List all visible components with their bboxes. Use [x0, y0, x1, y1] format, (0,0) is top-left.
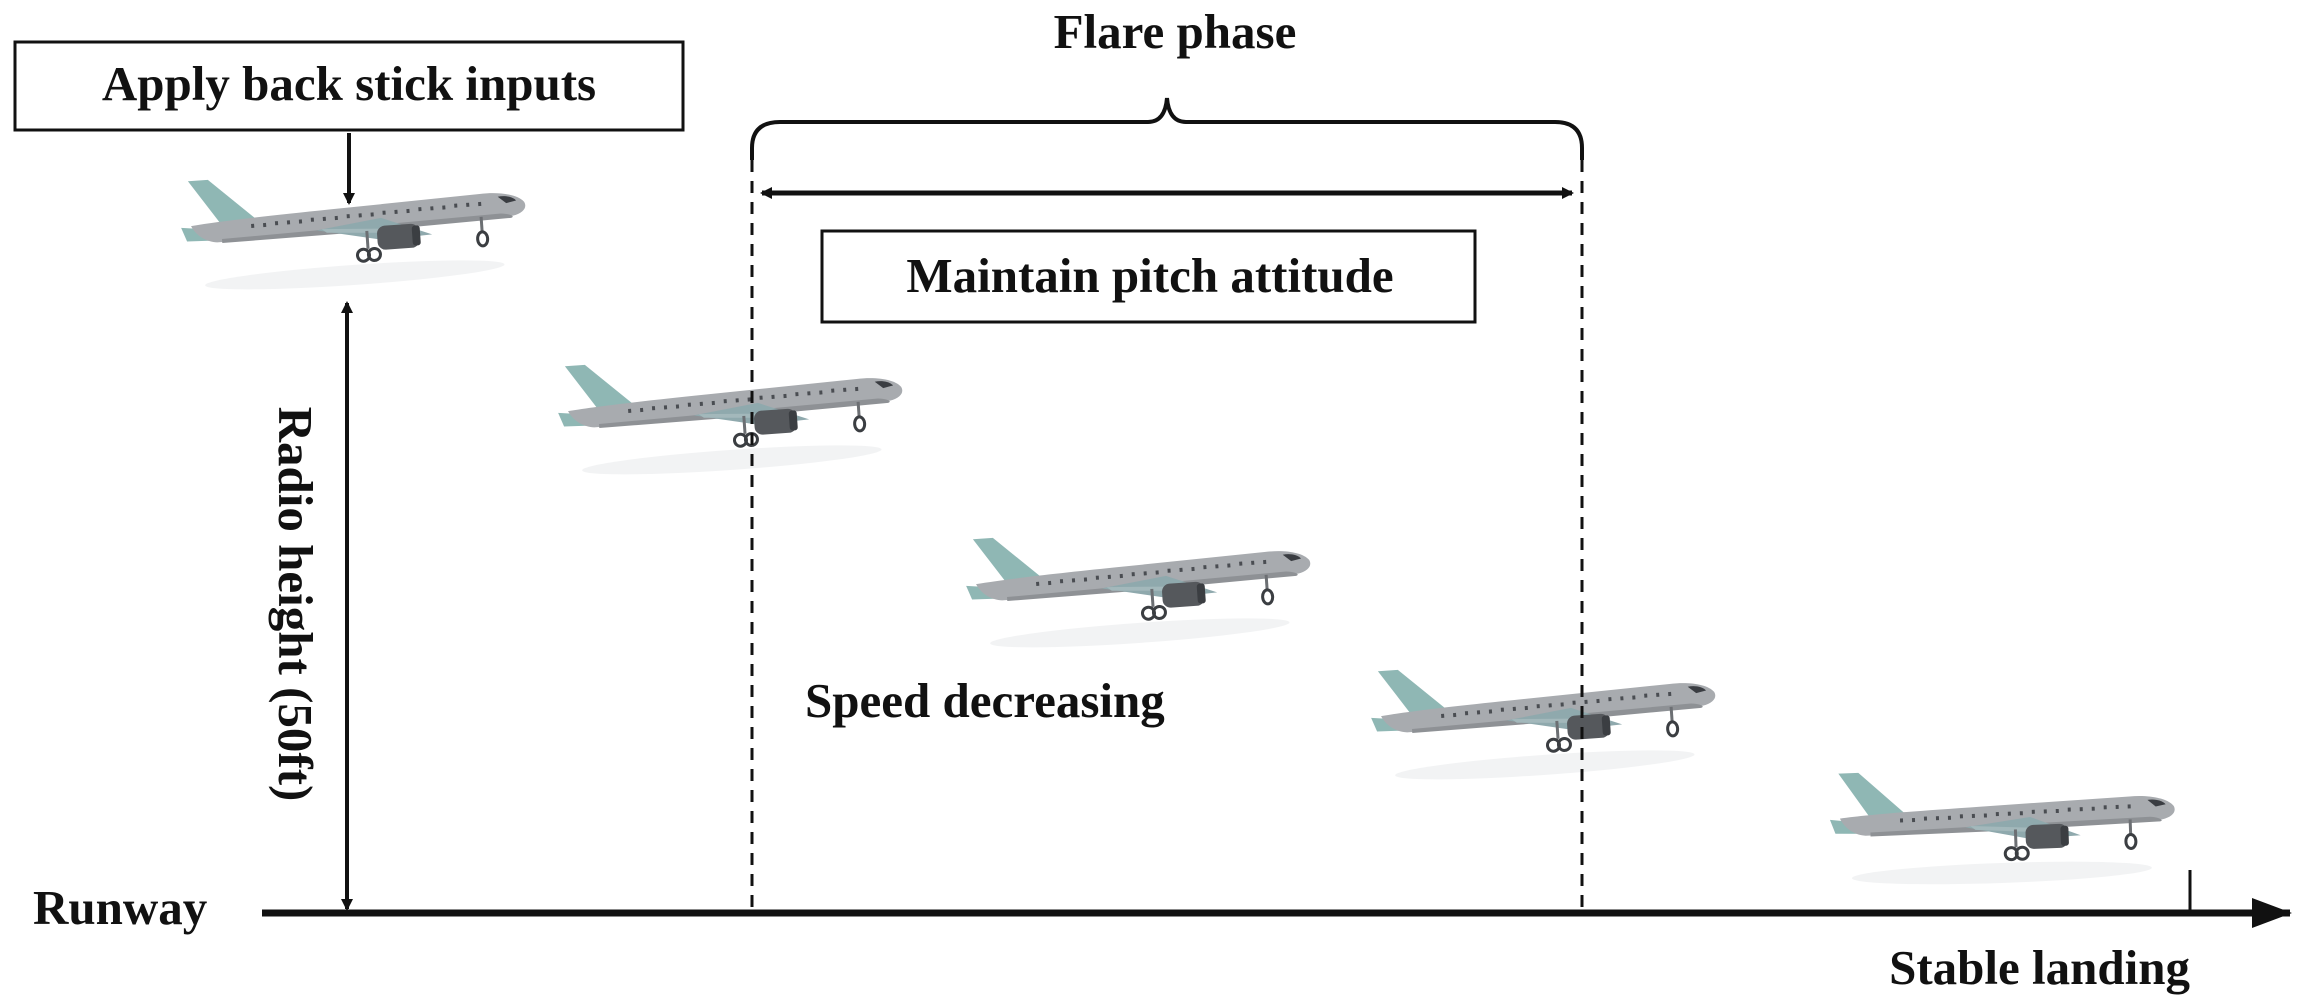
apply-back-stick-box [13, 40, 685, 132]
apply-back-stick-label: Apply back stick inputs [102, 56, 596, 111]
airplane-icon [961, 514, 1317, 657]
airplane-icon [1826, 760, 2179, 891]
runway-label: Runway [33, 880, 208, 935]
airplane-icon [1366, 646, 1722, 789]
airplane-icon [176, 156, 532, 299]
speed-decreasing-label: Speed decreasing [805, 673, 1165, 728]
flare-phase-brace [750, 97, 1584, 160]
radio-height-label: Radio height (50ft) [268, 407, 323, 802]
flare-phase-label: Flare phase [1054, 4, 1297, 59]
stable-landing-label: Stable landing [1889, 940, 2190, 995]
airplane-icon [553, 341, 909, 484]
maintain-pitch-label: Maintain pitch attitude [906, 248, 1393, 303]
maintain-pitch-box [820, 229, 1477, 324]
